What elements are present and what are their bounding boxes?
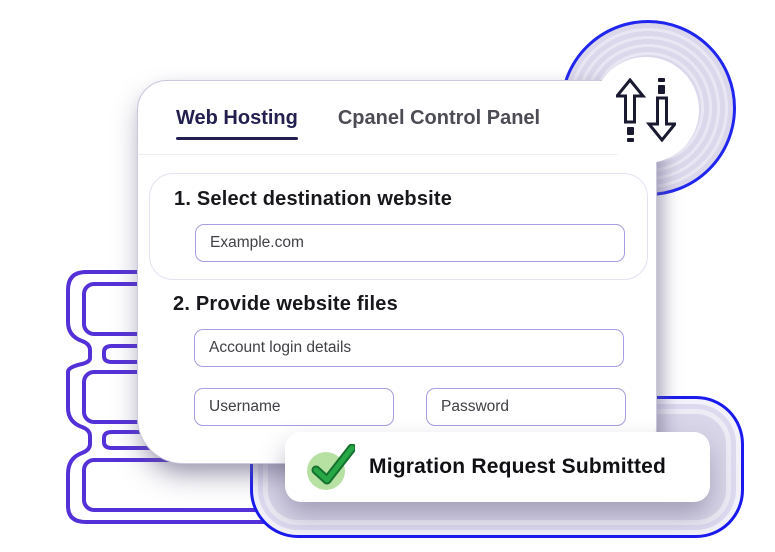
destination-website-field[interactable]: Example.com (195, 224, 625, 262)
check-icon (307, 444, 355, 490)
transfer-circle (593, 57, 699, 163)
step2-heading: 2. Provide website files (173, 293, 398, 315)
hosting-card: Web Hosting Cpanel Control Panel 1. Sele… (137, 80, 657, 464)
username-field[interactable]: Username (194, 388, 394, 426)
up-down-arrows-icon (616, 78, 676, 142)
step1-heading: 1. Select destination website (174, 188, 453, 210)
destination-section: 1. Select destination website Example.co… (149, 173, 648, 280)
password-field[interactable]: Password (426, 388, 626, 426)
toast-migration-submitted: Migration Request Submitted (285, 432, 710, 502)
toast-label: Migration Request Submitted (369, 455, 667, 478)
account-login-field[interactable]: Account login details (194, 329, 624, 367)
tab-cpanel-control-panel[interactable]: Cpanel Control Panel (337, 107, 541, 129)
card-header: Web Hosting Cpanel Control Panel (138, 81, 656, 155)
tab-web-hosting[interactable]: Web Hosting (176, 107, 298, 140)
